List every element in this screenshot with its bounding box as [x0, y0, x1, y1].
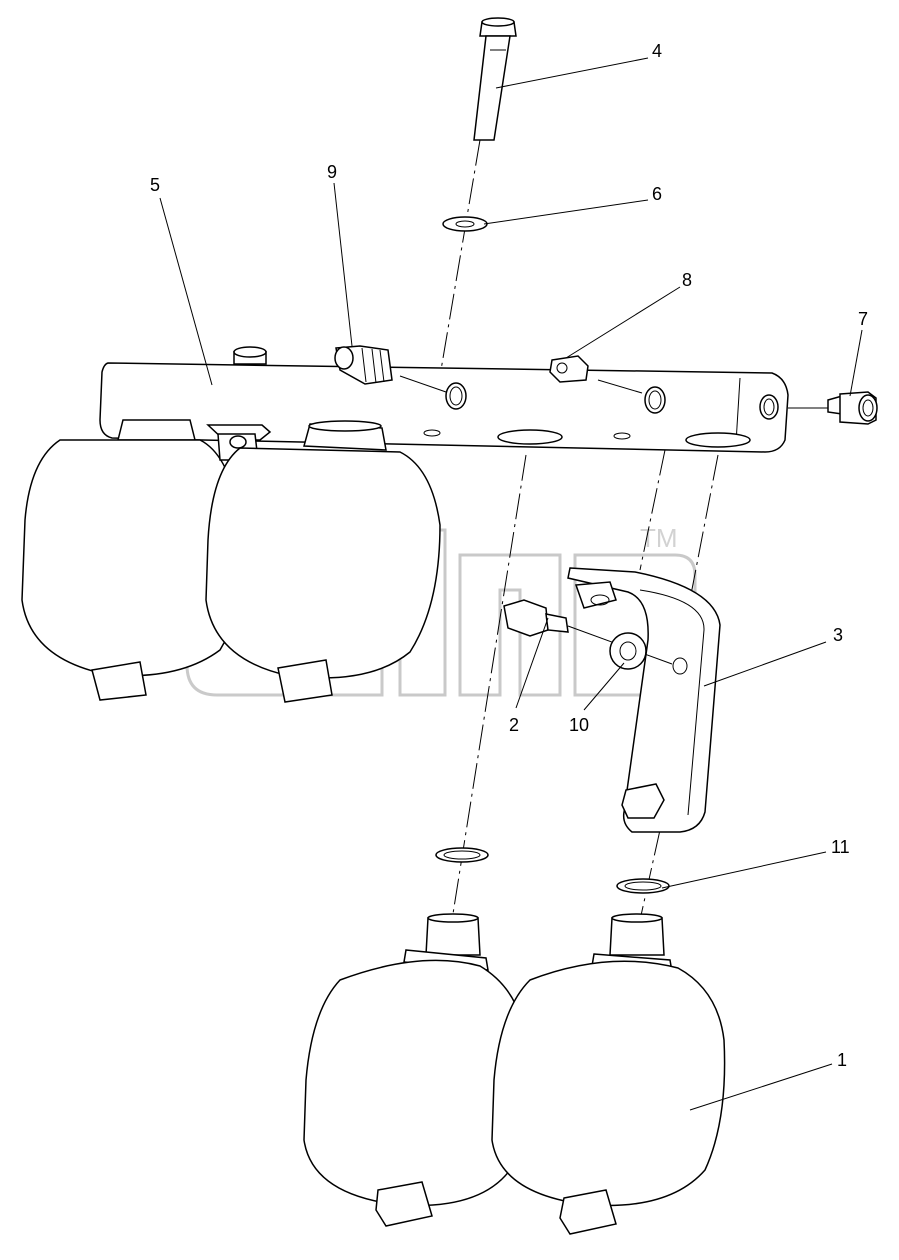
callout-6: 6	[652, 184, 662, 204]
accumulator-right	[491, 913, 726, 1235]
callout-9: 9	[327, 162, 337, 182]
watermark-trademark: TM	[640, 523, 678, 553]
callout-2: 2	[509, 715, 519, 735]
bolt-2	[503, 599, 673, 665]
callouts: 1 2 3 4 5 6 7 8 9 10 11	[150, 41, 868, 1070]
plug-8	[549, 355, 589, 383]
accumulator-left	[303, 913, 527, 1227]
bolt-4	[473, 17, 517, 141]
callout-1: 1	[837, 1050, 847, 1070]
washer-10	[609, 632, 647, 670]
callout-11: 11	[831, 837, 850, 857]
callout-8: 8	[682, 270, 692, 290]
upper-accumulator-left	[21, 419, 244, 701]
washer-6	[442, 216, 488, 232]
callout-5: 5	[150, 175, 160, 195]
callout-3: 3	[833, 625, 843, 645]
callout-4: 4	[652, 41, 662, 61]
upper-accumulator-right	[205, 420, 441, 703]
callout-7: 7	[858, 309, 868, 329]
callout-10: 10	[569, 715, 589, 735]
seal-rings-11	[435, 847, 670, 894]
fitting-9	[334, 345, 393, 385]
bracket-3	[567, 567, 721, 833]
leader-lines	[159, 57, 863, 1111]
fitting-7	[827, 391, 878, 425]
manifold-block	[99, 346, 789, 453]
assembly-centerlines	[440, 139, 719, 921]
